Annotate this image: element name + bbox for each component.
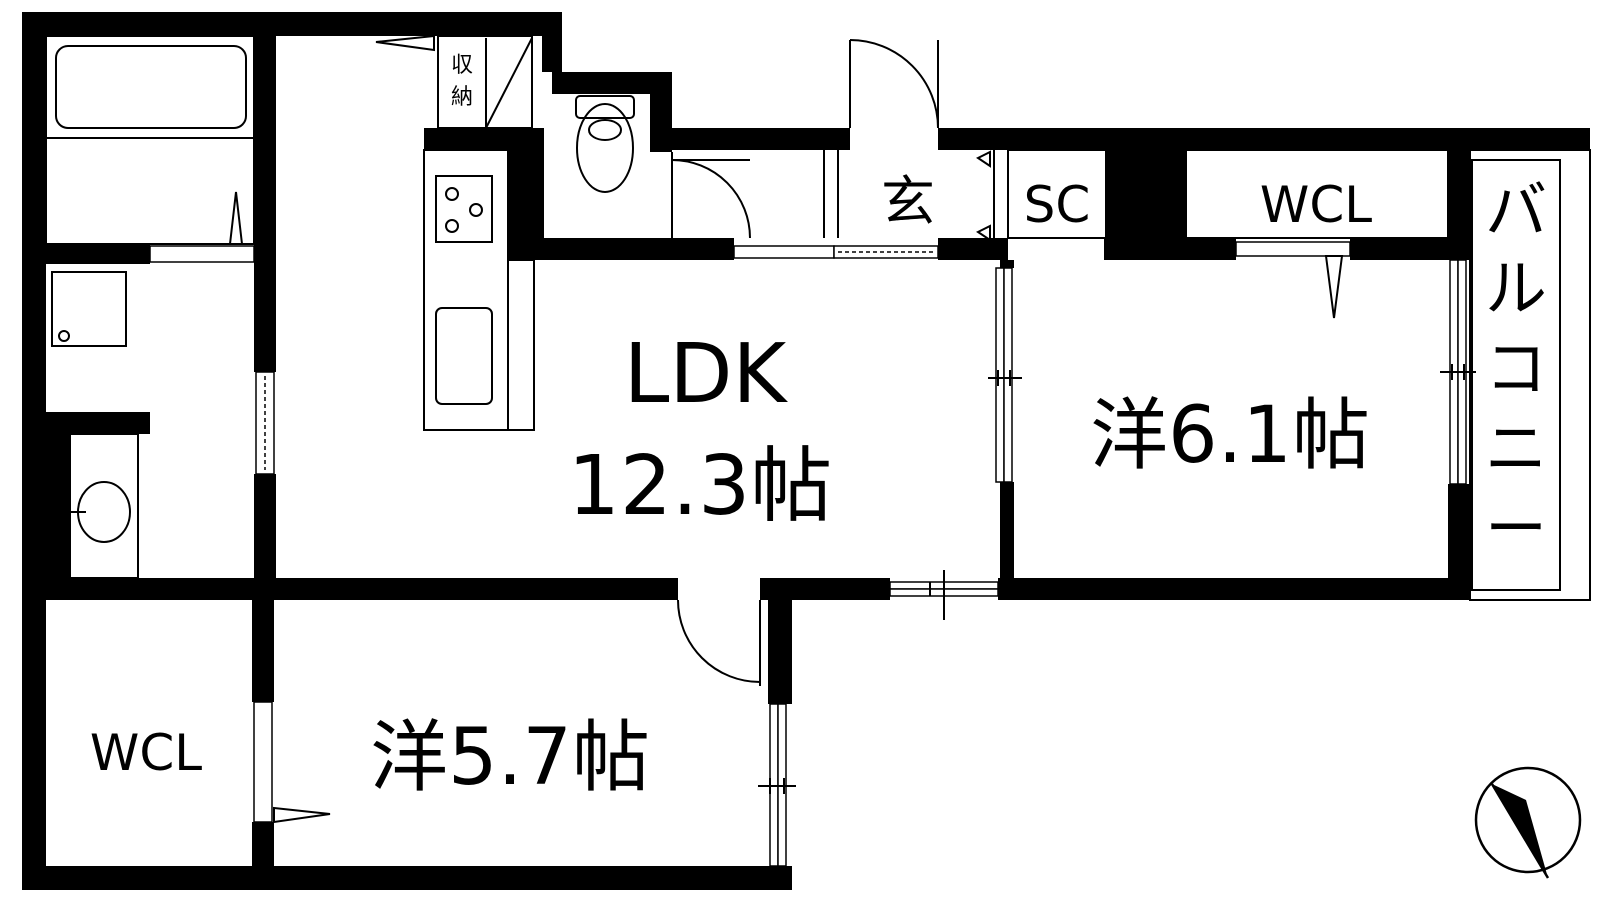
entrance-door bbox=[849, 39, 939, 129]
wcl-lower-door bbox=[253, 701, 331, 824]
balcony-label: バ ル コ ニ ー bbox=[1485, 174, 1547, 565]
shoe-closet-label: SC bbox=[1024, 176, 1091, 234]
ldk-lower-opening bbox=[889, 570, 999, 620]
storage-closet bbox=[375, 34, 533, 129]
ldk-room-opening bbox=[988, 267, 1022, 483]
wcl-upper bbox=[1185, 149, 1449, 319]
storage-label-1: 収 bbox=[451, 53, 473, 78]
kitchen-counter bbox=[423, 149, 535, 431]
western-small-window bbox=[758, 703, 796, 867]
bathtub bbox=[45, 35, 255, 245]
bathroom-door bbox=[149, 191, 255, 263]
washbasin bbox=[69, 433, 139, 579]
balcony-area bbox=[1469, 149, 1591, 601]
western-small-label: 洋5.7帖 bbox=[370, 713, 650, 803]
western-small-door bbox=[677, 599, 761, 686]
sink-icon bbox=[435, 307, 493, 405]
shoe-closet bbox=[993, 149, 1107, 239]
entrance-area bbox=[733, 150, 991, 259]
ldk-size-label: 12.3帖 bbox=[568, 439, 833, 534]
washing-machine-pan bbox=[51, 271, 127, 347]
western-large-label: 洋6.1帖 bbox=[1090, 391, 1370, 481]
washroom-door bbox=[255, 371, 275, 475]
toilet-icon bbox=[575, 95, 635, 193]
balcony-char: ル bbox=[1485, 252, 1547, 325]
wcl-lower-label: WCL bbox=[90, 724, 202, 782]
balcony-char: バ bbox=[1485, 174, 1547, 247]
balcony-char: ニ bbox=[1485, 412, 1547, 485]
wcl-upper-label: WCL bbox=[1260, 176, 1372, 234]
balcony-char: コ bbox=[1485, 332, 1547, 405]
walls bbox=[22, 12, 1590, 890]
stove-icon bbox=[435, 175, 493, 243]
north-arrow-icon bbox=[1474, 766, 1582, 879]
toilet-door bbox=[671, 152, 751, 239]
balcony-char: ー bbox=[1485, 492, 1547, 565]
storage-label-2: 納 bbox=[451, 85, 473, 110]
entrance-label: 玄 bbox=[881, 170, 935, 233]
ldk-name-label: LDK bbox=[624, 327, 789, 422]
